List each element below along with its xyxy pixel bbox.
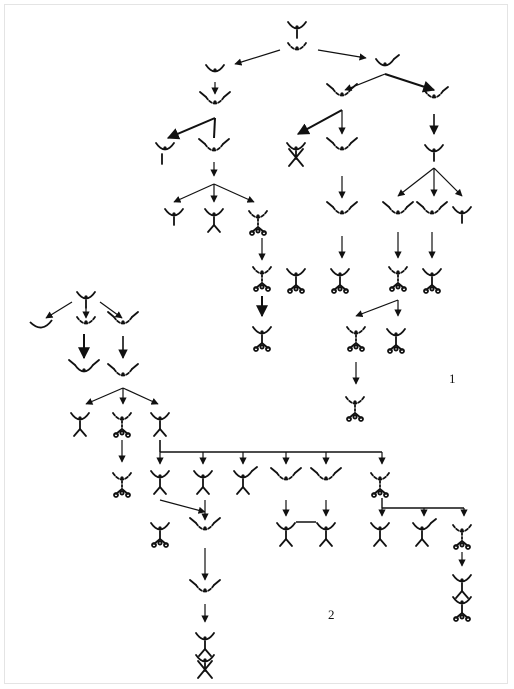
tree2-left-glyph xyxy=(30,320,52,328)
arrow xyxy=(235,50,280,64)
tree1-right-glyph xyxy=(376,55,399,66)
organism-glyph xyxy=(331,269,349,293)
arrow xyxy=(345,74,385,90)
organism-glyph xyxy=(205,209,223,232)
arrow xyxy=(318,50,366,58)
organism-glyph xyxy=(151,471,169,494)
organism-glyph xyxy=(69,360,99,372)
organism-glyph xyxy=(327,138,357,150)
arrow xyxy=(123,388,158,404)
organism-glyph xyxy=(277,523,295,546)
organism-glyph xyxy=(253,267,271,291)
organism-glyph xyxy=(196,633,214,656)
organism-glyph xyxy=(113,473,131,497)
organism-glyph xyxy=(199,139,229,151)
tree2-root-glyph xyxy=(77,292,95,308)
arrow xyxy=(160,500,205,512)
organism-glyph xyxy=(371,473,389,497)
organism-glyph xyxy=(327,202,357,214)
connector-line xyxy=(214,118,215,138)
organism-glyph xyxy=(194,471,212,494)
organism-glyph xyxy=(287,143,305,166)
figure-label-2: 2 xyxy=(328,607,335,623)
arrow xyxy=(168,118,215,138)
organism-glyph xyxy=(453,207,471,223)
organism-glyph xyxy=(383,202,413,214)
organism-glyph xyxy=(346,397,364,421)
organism-glyph xyxy=(423,269,441,293)
arrow xyxy=(385,74,434,90)
organism-glyph xyxy=(151,523,169,547)
organism-glyph xyxy=(108,364,138,376)
organism-glyph xyxy=(389,267,407,291)
organism-glyph xyxy=(253,327,271,351)
arrow xyxy=(214,184,254,202)
organism-glyph xyxy=(453,597,471,621)
organism-glyph xyxy=(347,327,365,351)
figure-label-1: 1 xyxy=(449,371,456,387)
tree1-root-glyph xyxy=(288,22,306,38)
organism-glyph xyxy=(453,575,471,598)
organism-glyph xyxy=(165,209,183,225)
organism-glyph xyxy=(156,143,174,164)
organism-glyph xyxy=(151,413,169,436)
arrow xyxy=(46,302,72,318)
arrow xyxy=(174,184,214,202)
organism-glyph xyxy=(371,523,389,546)
organism-glyph xyxy=(317,523,335,546)
organism-glyph xyxy=(71,413,89,436)
organism-glyph xyxy=(387,329,405,353)
organism-glyph xyxy=(311,468,341,480)
arrow xyxy=(356,300,398,316)
tree1-root-dashed-glyph xyxy=(288,43,306,50)
tree1-left-glyph xyxy=(206,65,224,72)
arrow xyxy=(398,168,434,196)
organism-glyph xyxy=(287,269,305,293)
organism-glyph xyxy=(453,525,471,549)
organism-glyph xyxy=(327,84,357,96)
organism-glyph xyxy=(196,655,214,678)
organism-glyph xyxy=(417,202,447,214)
organism-glyph xyxy=(249,211,267,235)
organism-glyph xyxy=(108,312,138,324)
arrow xyxy=(298,110,342,134)
arrow xyxy=(86,388,123,404)
organism-glyph xyxy=(271,468,301,480)
organism-glyph xyxy=(234,467,257,494)
arrow xyxy=(434,168,462,196)
organism-glyph xyxy=(113,413,131,437)
organism-glyph xyxy=(190,580,220,592)
organism-glyph xyxy=(413,519,436,546)
organism-glyph xyxy=(425,145,443,161)
